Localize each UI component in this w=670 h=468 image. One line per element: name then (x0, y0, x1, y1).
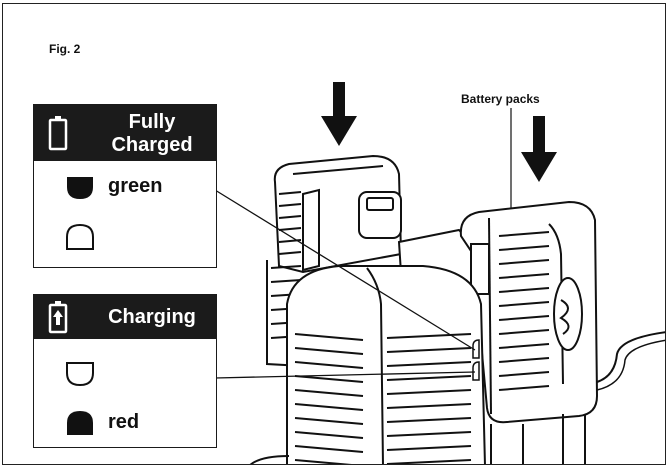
led-top-indicator (472, 339, 480, 359)
leader-fully-charged (214, 189, 476, 351)
led-top-color-label: green (108, 175, 163, 197)
charger-illustration (214, 82, 665, 464)
battery-charging-icon (48, 301, 68, 334)
led-off-indicator (66, 223, 94, 250)
led-off-indicator (66, 362, 94, 387)
battery-pack-left (273, 154, 403, 274)
legend-charging-title: Charging (108, 306, 196, 328)
legend-fully-charged-header: Fully Charged (34, 105, 216, 161)
power-cord-outline (596, 339, 665, 391)
power-cord (596, 331, 665, 383)
leader-charging (214, 371, 476, 379)
legend-charging: Charging red (33, 294, 217, 448)
battery-packs-callout: Battery packs (461, 92, 540, 106)
legend-charging-body: red (34, 339, 216, 447)
battery-right-ribs (498, 231, 550, 391)
legend-fully-charged-title-line2: Charged (111, 134, 193, 156)
charger-base (490, 414, 586, 464)
figure-label: Fig. 2 (49, 42, 81, 56)
legend-fully-charged-body: green (34, 161, 216, 267)
base-left-edge (249, 455, 290, 464)
legend-charging-header: Charging (34, 295, 216, 339)
led-bottom-indicator (472, 361, 480, 381)
battery-pack-right (459, 200, 599, 424)
led-filled-indicator (67, 411, 93, 435)
figure-frame: Fig. 2 Battery packs Fully Charged green (2, 3, 666, 465)
charger-vents (294, 333, 472, 464)
legend-fully-charged-title-line1: Fully (128, 111, 176, 133)
legend-fully-charged: Fully Charged green (33, 104, 217, 268)
insert-arrow-left (321, 82, 357, 146)
led-filled-indicator (67, 177, 93, 199)
charger-housing (286, 265, 486, 464)
led-bottom-color-label: red (108, 411, 140, 433)
insert-arrow-right (521, 116, 557, 182)
battery-empty-icon (48, 116, 68, 151)
